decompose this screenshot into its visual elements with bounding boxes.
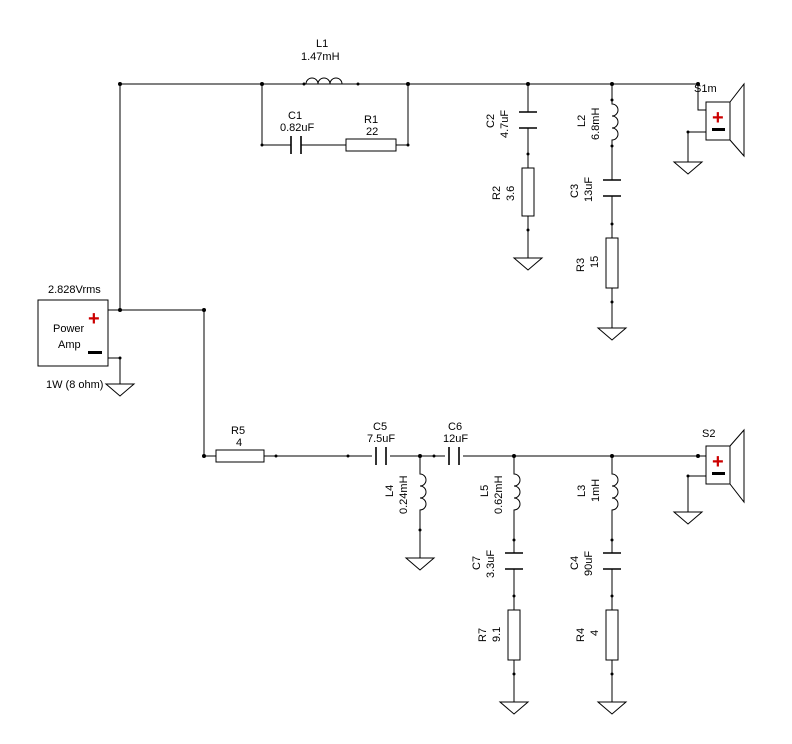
S1m-plus-icon: + (712, 107, 724, 129)
C6-value: 12uF (443, 433, 468, 445)
L3-value: 1mH (590, 479, 602, 502)
inductor-L2[interactable]: L2 6.8mH (576, 100, 619, 146)
S2-plus-icon: + (712, 451, 724, 473)
R2-ref: R2 (491, 186, 503, 200)
C3-value: 13uF (583, 177, 595, 202)
L5-value: 0.62mH (493, 475, 505, 514)
L5-ref: L5 (479, 485, 491, 497)
resistor-R1[interactable]: R1 22 (345, 114, 397, 152)
C7-value: 3.3uF (485, 550, 497, 578)
amp-plus-icon: + (88, 308, 100, 330)
C7-ref: C7 (471, 556, 483, 570)
R7-ref: R7 (477, 628, 489, 642)
amp-name-line2: Amp (58, 339, 81, 351)
wires (108, 83, 698, 690)
inductor-L1[interactable]: L1 1.47mH (301, 38, 358, 85)
amp-voltage-label: 2.828Vrms (48, 284, 101, 296)
inductor-L3[interactable]: L3 1mH (576, 470, 619, 516)
ground-icon (597, 689, 627, 715)
ground-icon (499, 689, 529, 715)
ground-icon (673, 149, 703, 175)
C4-ref: C4 (569, 556, 581, 570)
resistor-R7[interactable]: R7 9.1 (477, 609, 521, 661)
C1-ref: C1 (288, 110, 302, 122)
C5-ref: C5 (373, 421, 387, 433)
R5-value: 4 (236, 437, 242, 449)
ground-icon (405, 545, 435, 571)
amp-power-label: 1W (8 ohm) (46, 379, 103, 391)
R5-ref: R5 (231, 425, 245, 437)
R7-value: 9.1 (491, 627, 503, 642)
C6-ref: C6 (448, 421, 462, 433)
resistor-R2[interactable]: R2 3.6 (491, 167, 535, 217)
capacitor-C1[interactable]: C1 0.82uF (280, 110, 315, 154)
speaker-S1m-magnet (705, 101, 731, 141)
S1m-minus-icon (712, 128, 725, 131)
speaker-S2-cone (729, 428, 745, 504)
capacitor-C4[interactable]: C4 90uF (569, 551, 621, 576)
L1-ref: L1 (316, 38, 328, 50)
C2-value: 4.7uF (499, 110, 511, 138)
inductor-L4[interactable]: L4 0.24mH (384, 470, 427, 516)
R3-value: 15 (589, 256, 601, 268)
capacitor-C3[interactable]: C3 13uF (569, 177, 621, 202)
ground-icon (597, 315, 627, 341)
amp-name-line1: Power (53, 323, 85, 335)
ground-icon (513, 245, 543, 271)
S2-minus-icon (712, 472, 725, 475)
capacitor-C6[interactable]: C6 12uF (443, 421, 468, 465)
S1m-ref: S1m (694, 83, 717, 95)
S2-ref: S2 (702, 428, 715, 440)
C3-ref: C3 (569, 184, 581, 198)
resistor-R4[interactable]: R4 4 (575, 609, 619, 661)
R3-ref: R3 (575, 258, 587, 272)
resistor-R3[interactable]: R3 15 (575, 237, 619, 289)
L1-value: 1.47mH (301, 51, 340, 63)
R4-ref: R4 (575, 628, 587, 642)
L4-value: 0.24mH (398, 475, 410, 514)
speaker-S2[interactable]: S2 + (698, 428, 745, 504)
L2-value: 6.8mH (590, 108, 602, 140)
power-amp[interactable]: 2.828Vrms Power Amp + 1W (8 ohm) (37, 284, 109, 391)
L4-ref: L4 (384, 485, 396, 497)
R1-ref: R1 (364, 114, 378, 126)
power-amp-body (37, 299, 109, 367)
C2-ref: C2 (485, 114, 497, 128)
C4-value: 90uF (583, 551, 595, 576)
speaker-S2-magnet (705, 445, 731, 485)
ground-icon (105, 371, 135, 397)
speaker-S1m-cone (729, 82, 745, 158)
ground-icon (673, 499, 703, 525)
speaker-S1m[interactable]: S1m + (694, 82, 745, 158)
junction-dots (118, 82, 700, 676)
L2-ref: L2 (576, 115, 588, 127)
R1-value: 22 (366, 126, 378, 138)
capacitor-C5[interactable]: C5 7.5uF (367, 421, 395, 465)
R2-value: 3.6 (505, 186, 517, 201)
capacitor-C2[interactable]: C2 4.7uF (485, 110, 537, 138)
C1-value: 0.82uF (280, 122, 315, 134)
C5-value: 7.5uF (367, 433, 395, 445)
R4-value: 4 (589, 630, 601, 636)
resistor-R5[interactable]: R5 4 (215, 425, 265, 463)
amp-minus-icon (88, 351, 102, 354)
L3-ref: L3 (576, 485, 588, 497)
inductor-L5[interactable]: L5 0.62mH (479, 470, 521, 516)
capacitor-C7[interactable]: C7 3.3uF (471, 550, 523, 578)
